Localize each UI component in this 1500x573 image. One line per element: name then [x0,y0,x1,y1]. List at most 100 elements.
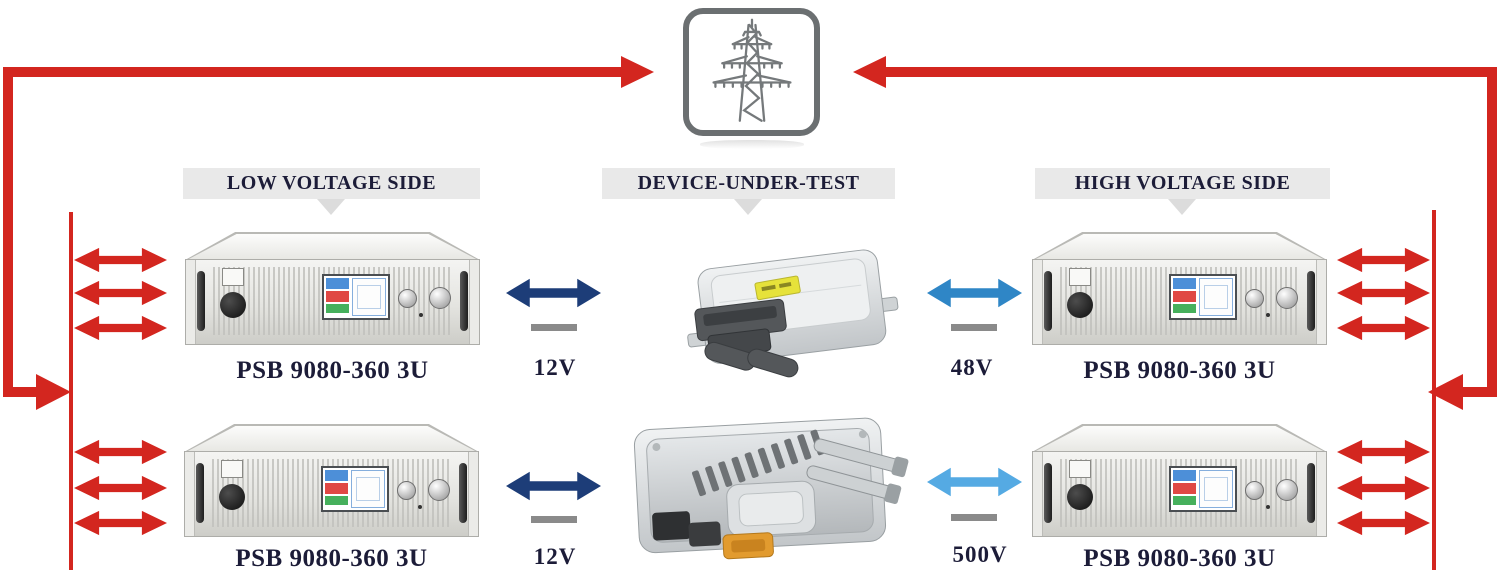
screen-power-strip [1173,304,1196,313]
psu-switch-label [221,460,243,478]
psu-handle [197,271,205,331]
psu-top-cover-face [187,234,478,260]
psu-front-panel [185,259,480,345]
header-low-voltage-side: LOW VOLTAGE SIDE [183,168,480,199]
red-arrowhead-to-grid-left [621,56,654,88]
psu-rotary-knob [398,289,417,308]
psu-touchscreen [321,466,389,512]
bidirectional-arrow-icon [74,437,167,467]
bidirectional-arrow-icon [74,245,167,275]
voltage-label-row1-low: 12V [533,355,577,380]
psu-top-left [185,232,480,354]
screen-current-strip [326,291,349,302]
link-bar [951,514,997,521]
screen-graph-area [1199,470,1233,508]
psu-power-switch [1067,484,1093,510]
psu-rack-ear [186,260,196,344]
red-arrowhead-to-grid-right [853,56,886,88]
bidirectional-arrow-icon [927,464,1022,500]
red-arrowhead-left-bus [36,374,71,410]
screen-power-strip [325,496,348,505]
psu-model-label: PSB 9080-360 3U [236,357,429,384]
psu-power-switch [1067,292,1093,318]
psu-front-panel [1032,259,1327,345]
red-bus-line-left [69,212,73,570]
psu-model-label: PSB 9080-360 3U [235,545,428,572]
header-high-voltage-label: HIGH VOLTAGE SIDE [1074,172,1291,194]
header-device-under-test: DEVICE-UNDER-TEST [602,168,895,199]
transmission-tower-icon [712,18,791,122]
screen-graph-area [352,278,386,316]
psu-switch-label [1069,460,1091,478]
psu-handle [459,463,467,523]
psu-switch-label [222,268,244,286]
psu-rotary-knob [1276,479,1298,501]
psu-handle [1307,463,1315,523]
bidirectional-arrow-icon [1337,245,1430,275]
screen-voltage-strip [1173,278,1196,289]
psu-touchscreen [1169,274,1237,320]
psu-rack-ear [469,260,479,344]
psu-rack-ear [468,452,478,536]
psu-rotary-knob [1276,287,1298,309]
psu-power-switch [220,292,246,318]
psu-usb-port [1266,505,1270,509]
psu-switch-label [1069,268,1091,286]
link-bar [531,324,577,331]
grid-box-reflection [700,140,804,149]
psu-front-panel [1032,451,1327,537]
psu-front-panel [184,451,479,537]
header-high-pointer [1168,199,1196,215]
screen-current-strip [1173,483,1196,494]
screen-current-strip [1173,291,1196,302]
header-low-voltage-label: LOW VOLTAGE SIDE [226,172,437,194]
psu-top-cover-face [1034,426,1325,452]
red-line-left-vertical [3,67,13,397]
header-high-voltage-side: HIGH VOLTAGE SIDE [1035,168,1330,199]
bidirectional-arrow-icon [1337,473,1430,503]
power-grid-icon [683,8,820,136]
psu-power-switch [219,484,245,510]
psu-top-right [1032,232,1327,354]
link-bar [531,516,577,523]
dut-dcdc-converter-image [687,249,899,378]
psu-rack-ear [185,452,195,536]
psu-rack-ear [1033,260,1043,344]
header-low-pointer [317,199,345,215]
screen-power-strip [1173,496,1196,505]
psu-rack-ear [1316,260,1326,344]
link-bar [951,324,997,331]
psu-rack-ear [1033,452,1043,536]
bidirectional-arrow-icon [506,275,601,311]
psu-rotary-knob [1245,289,1264,308]
psu-rotary-knob [429,287,451,309]
psu-bottom-right [1032,424,1327,546]
red-bus-line-right [1432,210,1436,570]
psu-handle [196,463,204,523]
bidirectional-arrow-icon [74,313,167,343]
psu-model-label: PSB 9080-360 3U [1083,545,1276,572]
bidirectional-arrow-icon [74,278,167,308]
psu-touchscreen [1169,466,1237,512]
psu-touchscreen [322,274,390,320]
screen-graph-area [1199,278,1233,316]
psu-rotary-knob [1245,481,1264,500]
red-line-bottom-left [3,387,37,397]
psu-usb-port [1266,313,1270,317]
red-line-top-right [886,67,1497,77]
bidirectional-arrow-icon [506,468,601,504]
red-line-bottom-right [1463,387,1497,397]
psu-usb-port [418,505,422,509]
header-dut-label: DEVICE-UNDER-TEST [637,172,860,194]
voltage-label-row1-high: 48V [950,355,994,380]
red-line-top-left [3,67,623,77]
screen-voltage-strip [326,278,349,289]
psu-handle [460,271,468,331]
red-line-right-vertical [1487,67,1497,397]
screen-graph-area [351,470,385,508]
psu-handle [1044,271,1052,331]
psu-model-label: PSB 9080-360 3U [1083,357,1276,384]
psu-rotary-knob [428,479,450,501]
bidirectional-arrow-icon [74,473,167,503]
screen-power-strip [326,304,349,313]
